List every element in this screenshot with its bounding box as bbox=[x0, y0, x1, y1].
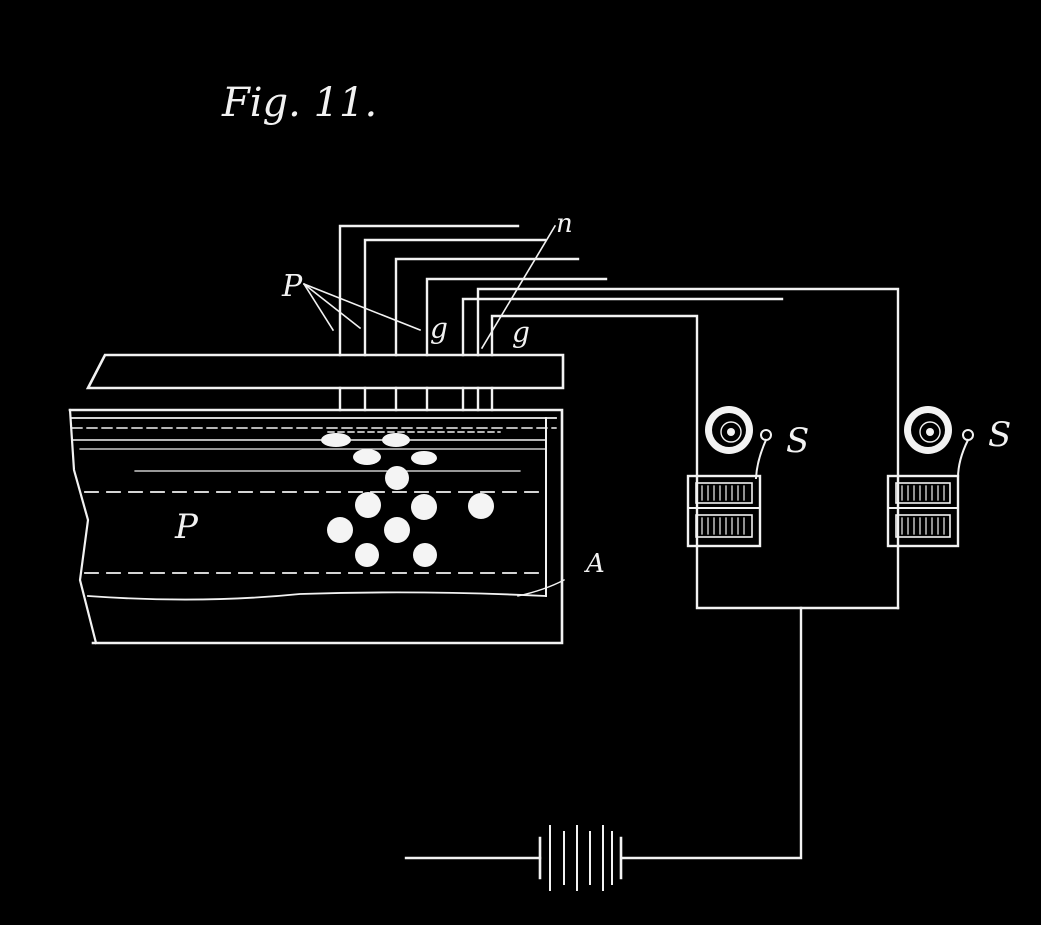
sounder-right bbox=[886, 406, 974, 548]
card-perforations bbox=[321, 433, 494, 567]
label-card: P bbox=[174, 507, 199, 547]
card-frame bbox=[68, 408, 565, 645]
label-sounder-left: S bbox=[786, 421, 809, 461]
label-sounder-right: S bbox=[988, 415, 1011, 455]
sounder-left bbox=[686, 406, 772, 548]
label-pins: P bbox=[281, 269, 303, 304]
pin-wires bbox=[338, 224, 900, 610]
pin-leaders bbox=[302, 224, 557, 350]
figure-title: Fig. 11. bbox=[221, 80, 377, 126]
pin-plate bbox=[85, 353, 565, 390]
label-frame: A bbox=[584, 549, 605, 579]
label-contact: n bbox=[556, 209, 573, 239]
battery-icon bbox=[538, 825, 623, 891]
pins bbox=[338, 386, 494, 412]
label-guide-right: g bbox=[512, 316, 530, 349]
label-guide-left: g bbox=[430, 312, 448, 345]
battery-circuit bbox=[404, 606, 803, 860]
